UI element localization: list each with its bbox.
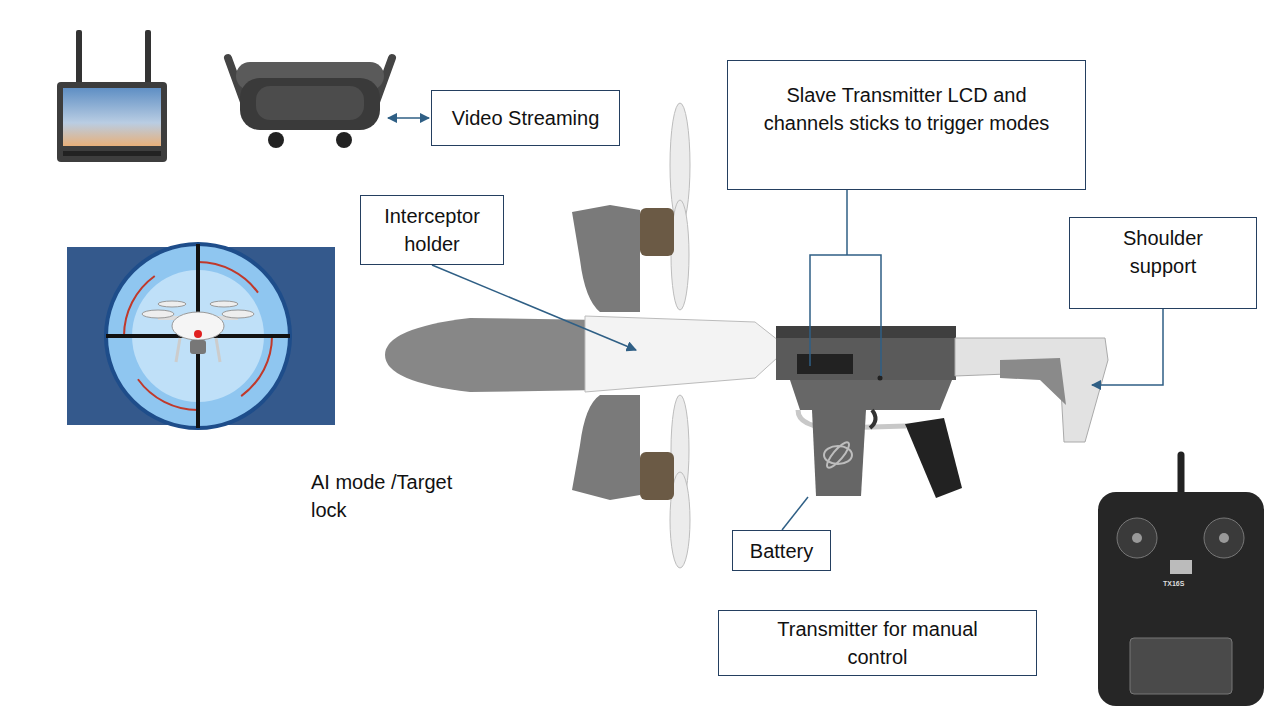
- interceptor-holder: [585, 316, 788, 392]
- drone-rotor: [222, 310, 254, 318]
- remote-body: [1098, 492, 1264, 706]
- mode-label: AI mode /Target lock: [311, 468, 481, 524]
- callout-box: Transmitter for manual control: [718, 610, 1037, 676]
- drone-camera: [190, 340, 206, 354]
- callout-text: Shoulder support: [1100, 224, 1226, 280]
- lcd-screen: [797, 354, 853, 374]
- battery-logo: [824, 440, 852, 471]
- leader-line: [1092, 309, 1163, 385]
- leader-line: [432, 265, 636, 350]
- drone-leg: [176, 338, 180, 362]
- leader-line: [388, 117, 429, 119]
- callout-box: Battery: [732, 530, 831, 571]
- drone-rotor: [142, 310, 174, 318]
- battery-pack: [812, 410, 866, 496]
- target-dot: [194, 330, 202, 338]
- goggle-lens: [336, 132, 352, 148]
- callout-text: Video Streaming: [452, 104, 600, 132]
- monitor-screen: [63, 88, 161, 146]
- monitor-antenna: [145, 30, 151, 86]
- remote-stick: [1219, 533, 1229, 543]
- leader-line: [846, 190, 848, 255]
- nose-cone: [385, 318, 600, 392]
- target-scope: [106, 244, 290, 428]
- drone-rotor: [210, 301, 238, 307]
- drone-rotor: [158, 301, 186, 307]
- leader-line: [782, 497, 808, 530]
- motor-pod: [572, 205, 640, 312]
- callout-text: Battery: [750, 537, 813, 565]
- grip: [905, 418, 962, 498]
- motor: [640, 208, 674, 256]
- device-model-label: TX16S: [1163, 579, 1199, 589]
- remote-screen: [1130, 638, 1232, 694]
- upper-receiver: [776, 338, 956, 380]
- remote-stick: [1132, 533, 1142, 543]
- shoulder-stock: [955, 338, 1108, 442]
- goggle-front: [256, 86, 364, 120]
- callout-text: Slave Transmitter LCD and channels stick…: [752, 81, 1061, 137]
- remote-gimbal: [1117, 518, 1157, 558]
- callout-box: Interceptor holder: [360, 195, 504, 265]
- motor: [640, 452, 674, 500]
- callout-box: Shoulder support: [1069, 217, 1257, 309]
- drone-body: [172, 312, 224, 340]
- monitor-buttons: [63, 151, 161, 156]
- goggle-lens: [268, 132, 284, 148]
- monitor-antenna: [76, 30, 82, 86]
- callout-text: Transmitter for manual control: [749, 615, 1006, 671]
- remote-gimbal: [1204, 518, 1244, 558]
- callout-text: Interceptor holder: [369, 202, 495, 258]
- remote-handle: [1170, 560, 1192, 574]
- drone-leg: [216, 338, 220, 362]
- callout-box: Video Streaming: [431, 90, 620, 146]
- callout-box: Slave Transmitter LCD and channels stick…: [727, 60, 1086, 190]
- top-rail: [776, 326, 956, 338]
- target-panel: [67, 247, 335, 425]
- goggle-body: [240, 78, 380, 130]
- monitor-body: [57, 82, 167, 162]
- stock-insert: [1000, 358, 1066, 405]
- trigger: [870, 410, 876, 428]
- lower-receiver: [790, 380, 952, 410]
- motor-pod: [572, 395, 640, 500]
- leader-line: [810, 255, 881, 376]
- channel-stick: [878, 376, 883, 381]
